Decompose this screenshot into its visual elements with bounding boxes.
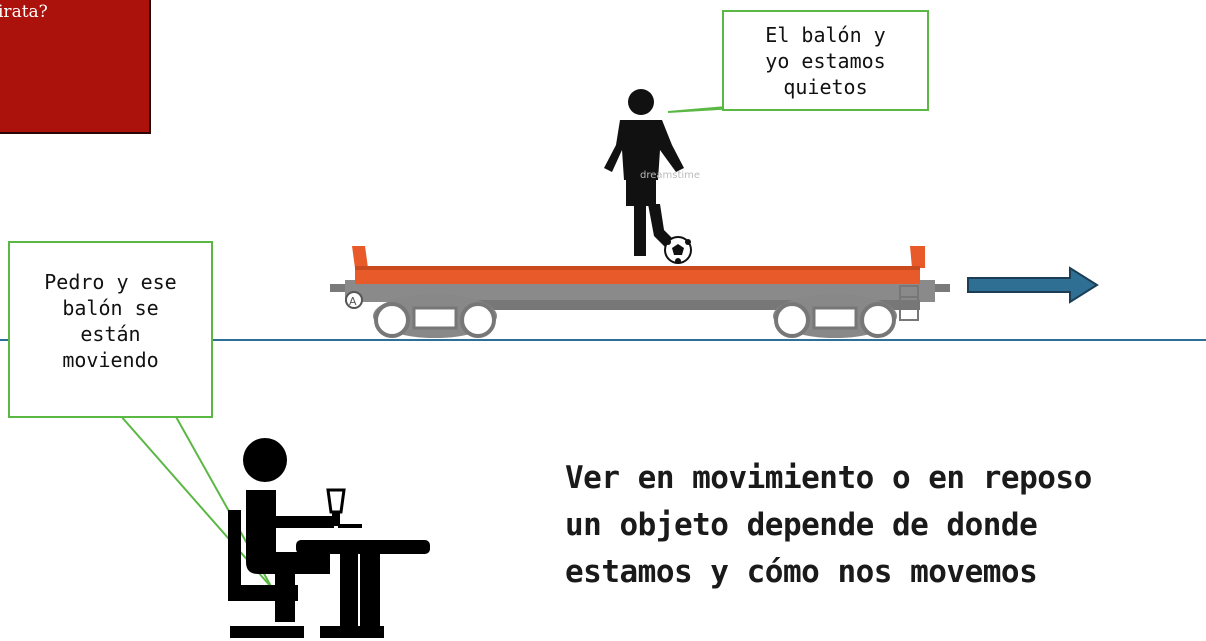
conclusion-line: Ver en movimiento o en reposo xyxy=(565,460,1092,496)
svg-text:A: A xyxy=(349,295,357,308)
red-note-box: irata? xyxy=(0,0,151,134)
speech-bubble-boy: El balón y yo estamos quietos xyxy=(722,10,929,111)
person-at-desk-icon xyxy=(228,438,430,638)
watermark-text: dreamstime xyxy=(640,170,700,181)
bubble-line: El balón y xyxy=(765,23,886,47)
conclusion-text: Ver en movimiento o en reposo un objeto … xyxy=(565,455,1205,596)
flatcar-icon: A xyxy=(330,246,950,338)
ground-line xyxy=(0,339,1206,341)
soccer-ball-icon xyxy=(664,236,692,264)
conclusion-line: un objeto depende de donde xyxy=(565,507,1038,543)
bubble-line: Pedro y ese xyxy=(44,270,177,294)
bubble-line: balón se xyxy=(62,296,159,320)
bubble-line: moviendo xyxy=(62,348,159,372)
bubble-line: quietos xyxy=(783,75,868,99)
speech-bubble-observer: Pedro y ese balón se están moviendo xyxy=(8,241,213,418)
boy-silhouette-icon xyxy=(604,89,684,256)
red-note-text: irata? xyxy=(0,2,48,22)
direction-arrow-icon xyxy=(967,266,1099,304)
bubble-line: están xyxy=(80,322,141,346)
conclusion-line: estamos y cómo nos movemos xyxy=(565,554,1038,590)
bubble-line: yo estamos xyxy=(765,49,886,73)
